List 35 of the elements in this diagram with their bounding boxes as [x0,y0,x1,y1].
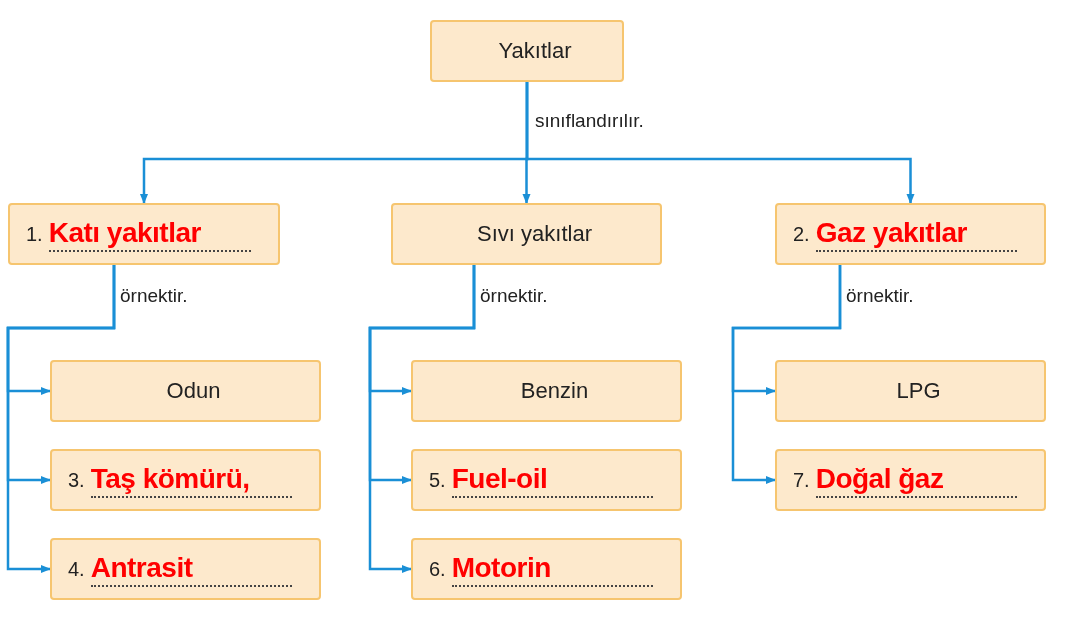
connector-arrow [6,265,116,573]
process-box [391,203,662,265]
box-label: Yakıtlar [498,38,572,64]
fill-in-answer: Doğal ğaz [815,462,1017,498]
box-label: Benzin [520,378,589,404]
item-number: 7. [793,468,810,492]
fill-in-answer: Fuel-oil [451,462,653,498]
connector-arrow [731,265,842,484]
process-box [430,20,624,82]
process-box [8,203,280,265]
item-number: 2. [793,222,810,246]
process-box [775,449,1046,511]
box-label: Odun [166,378,221,404]
item-number: 3. [68,468,85,492]
fill-in-answer: Motorin [451,551,653,587]
box-label: Sıvı yakıtlar [477,221,592,247]
box-label: LPG [896,378,941,404]
item-number: 1. [26,222,43,246]
process-box [775,203,1046,265]
item-number: 4. [68,557,85,581]
fill-in-answer: Katı yakıtlar [48,216,251,252]
process-box [411,360,682,422]
process-box [775,360,1046,422]
fill-in-answer: Taş kömürü, [90,462,292,498]
item-number: 6. [429,557,446,581]
process-box [50,449,321,511]
process-box [50,538,321,600]
fill-in-answer: Gaz yakıtlar [815,216,1017,252]
process-box [411,449,682,511]
connector-arrow [368,265,476,573]
connector-arrow [525,82,915,204]
fill-in-answer: Antrasit [90,551,292,587]
process-box [50,360,321,422]
item-number: 5. [429,468,446,492]
process-box [411,538,682,600]
